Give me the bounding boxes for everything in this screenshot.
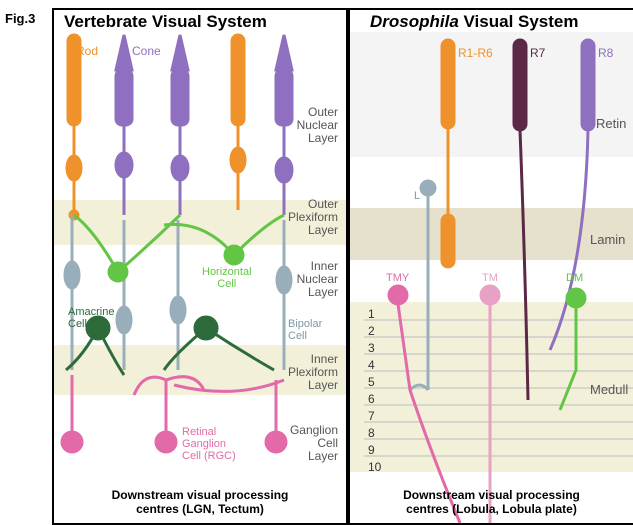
tm-label: TM [482, 272, 498, 284]
drosophila-panel: Drosophila Visual System [348, 8, 633, 525]
tmy-label: TMY [386, 272, 409, 284]
rod-cell-1 [67, 35, 81, 219]
figure-label: Fig.3 [5, 11, 35, 26]
l-label: L [414, 190, 420, 202]
medulla-label: Medull [590, 382, 628, 397]
cone-cell-2 [172, 35, 188, 215]
r7-label: R7 [530, 46, 545, 60]
cone-label: Cone [132, 44, 161, 58]
r8-label: R8 [598, 46, 613, 60]
vertebrate-panel: Vertebrate Visual System [52, 8, 348, 525]
cone-cell-1 [116, 35, 132, 215]
rod-label: Rod [76, 44, 98, 58]
lamina-label: Lamin [590, 232, 625, 247]
dm-label: DM [566, 272, 583, 284]
rod-cell-2 [231, 35, 245, 210]
r1-r6-label: R1-R6 [458, 46, 493, 60]
retina-label: Retin [596, 116, 626, 131]
medulla-layer-numbers: 1 2 3 4 5 6 7 8 9 10 [368, 306, 381, 476]
drosophila-optic-lobe-diagram [350, 10, 633, 523]
cone-cell-3 [276, 35, 292, 215]
